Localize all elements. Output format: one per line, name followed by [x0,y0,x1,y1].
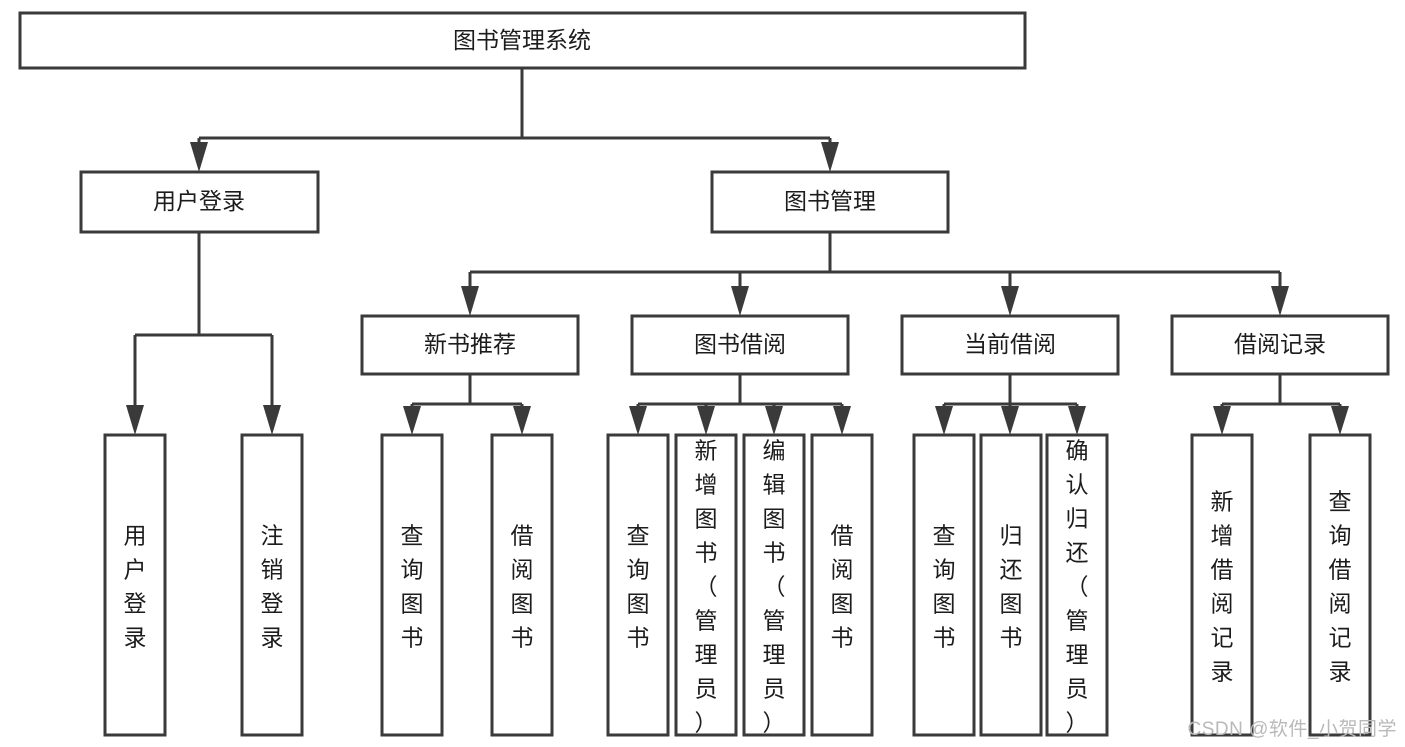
arrow-root-to-user-login [190,142,208,172]
leaf-label: 新增借阅记录 [1211,489,1234,685]
leaf-label: 注销登录 [261,523,284,651]
leaf-label: 确认归还（管理员） [1066,438,1089,736]
node-leaf-book-borrow-add[interactable]: 新增图书（管理员） [674,433,738,737]
node-leaf-borrow-record-query[interactable]: 查询借阅记录 [1308,433,1372,737]
leaf-label: 借阅图书 [831,523,854,651]
node-new-book-recommend[interactable]: 新书推荐 [360,314,580,376]
book-borrow-label: 图书借阅 [694,331,786,357]
node-leaf-new-book-borrow[interactable]: 借阅图书 [490,433,554,737]
arrow-current-borrow-leaf-3 [1068,406,1086,435]
arrow-borrow-record-leaf-1 [1213,406,1231,435]
arrow-book-mgmt-to-current-borrow [1001,286,1019,316]
user-login-box[interactable] [79,170,320,234]
root-label: 图书管理系统 [453,27,591,53]
arrow-new-book-leaf-2 [513,406,531,435]
leaf-box[interactable] [490,433,554,737]
leaf-label: 编辑图书（管理员） [763,438,786,736]
node-book-borrow[interactable]: 图书借阅 [630,314,850,376]
borrow-record-box[interactable] [1170,314,1390,376]
arrow-user-login-leaf-1 [126,405,144,435]
arrow-book-borrow-leaf-4 [833,406,851,435]
arrow-book-borrow-leaf-1 [629,406,647,435]
root-box[interactable] [18,11,1027,70]
node-leaf-book-borrow-edit[interactable]: 编辑图书（管理员） [742,433,806,737]
arrow-book-mgmt-to-new-book [461,286,479,316]
leaf-label: 查询图书 [933,523,956,651]
new-book-recommend-label: 新书推荐 [424,331,516,357]
node-root-book-management-system[interactable]: 图书管理系统 [18,11,1027,70]
leaf-box[interactable] [979,433,1043,737]
leaf-label: 借阅图书 [511,523,534,651]
user-login-label: 用户登录 [153,188,245,214]
node-user-login[interactable]: 用户登录 [79,170,320,234]
arrow-current-borrow-leaf-2 [1001,406,1019,435]
arrow-book-borrow-leaf-2 [697,406,715,435]
leaf-label: 查询图书 [627,523,650,651]
leaf-box[interactable] [103,433,167,737]
leaf-box[interactable] [1045,433,1109,737]
node-leaf-book-borrow-query[interactable]: 查询图书 [606,433,670,737]
book-borrow-box[interactable] [630,314,850,376]
csdn-watermark: CSDN @软件_小贺同学 [1187,719,1397,740]
node-leaf-borrow-record-add[interactable]: 新增借阅记录 [1190,433,1254,737]
leaf-box[interactable] [606,433,670,737]
current-borrow-label: 当前借阅 [964,331,1056,357]
arrow-current-borrow-leaf-1 [935,406,953,435]
connector-layer [126,68,1349,435]
leaf-box[interactable] [742,433,806,737]
node-book-management[interactable]: 图书管理 [710,170,950,234]
leaf-box[interactable] [912,433,976,737]
current-borrow-box[interactable] [900,314,1120,376]
leaf-box[interactable] [674,433,738,737]
node-leaf-user-login-logout[interactable]: 注销登录 [240,433,304,737]
arrow-new-book-leaf-1 [403,406,421,435]
arrow-user-login-leaf-2 [263,405,281,435]
leaf-box[interactable] [240,433,304,737]
node-leaf-new-book-query[interactable]: 查询图书 [380,433,444,737]
leaf-label: 查询借阅记录 [1329,489,1352,685]
node-leaf-user-login-login[interactable]: 用户登录 [103,433,167,737]
leaf-box[interactable] [810,433,874,737]
node-leaf-current-borrow-confirm[interactable]: 确认归还（管理员） [1045,433,1109,737]
leaf-box[interactable] [1308,433,1372,737]
node-leaf-book-borrow-borrow[interactable]: 借阅图书 [810,433,874,737]
leaf-box[interactable] [1190,433,1254,737]
node-leaf-current-borrow-query[interactable]: 查询图书 [912,433,976,737]
leaf-label: 用户登录 [124,523,147,651]
leaf-label: 归还图书 [1000,523,1023,651]
borrow-record-label: 借阅记录 [1234,331,1326,357]
arrow-book-borrow-leaf-3 [765,406,783,435]
book-management-label: 图书管理 [784,188,876,214]
arrow-borrow-record-leaf-2 [1331,406,1349,435]
leaf-box[interactable] [380,433,444,737]
node-borrow-record[interactable]: 借阅记录 [1170,314,1390,376]
new-book-recommend-box[interactable] [360,314,580,376]
arrow-book-mgmt-to-borrow-record [1271,286,1289,316]
node-current-borrow[interactable]: 当前借阅 [900,314,1120,376]
leaf-label: 查询图书 [401,523,424,651]
arrow-root-to-book-mgmt [821,142,839,172]
arrow-book-mgmt-to-book-borrow [731,286,749,316]
book-management-box[interactable] [710,170,950,234]
leaf-label: 新增图书（管理员） [695,438,718,736]
node-leaf-current-borrow-return[interactable]: 归还图书 [979,433,1043,737]
